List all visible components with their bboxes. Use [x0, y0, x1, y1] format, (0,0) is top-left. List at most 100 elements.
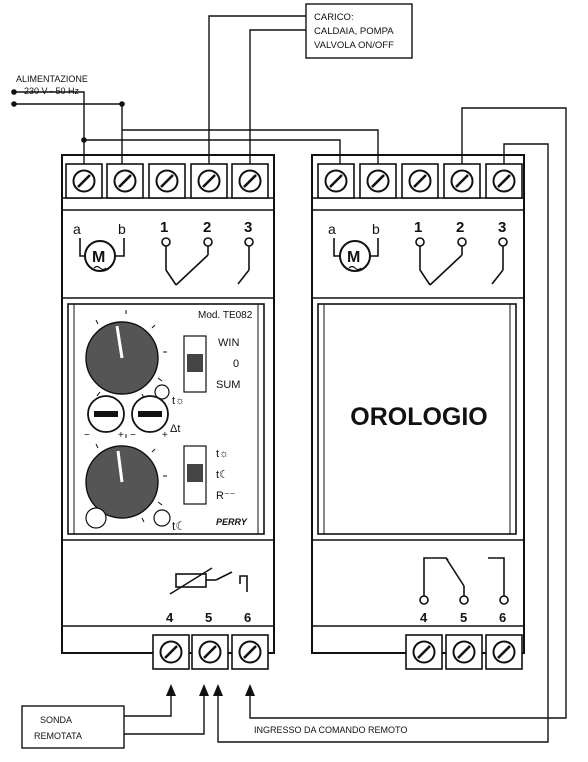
temperature-knob[interactable]: [85, 310, 167, 399]
left-lower-schematic: 4 5 6: [166, 567, 251, 625]
screw-terminal-icon: [105, 162, 145, 200]
contact-pin-icon: [419, 595, 429, 605]
right-front-panel: [317, 303, 517, 535]
brand-logo: PERRY: [216, 517, 248, 527]
left-device: a b M 1 2 3 Mod. TE082: [61, 154, 275, 671]
load-label-box: CARICO: CALDAIA, POMPA VALVOLA ON/OFF: [305, 3, 413, 59]
model-label: Mod. TE082: [198, 310, 253, 321]
clock-title: OROLOGIO: [350, 403, 488, 431]
right-internal-schematic: a b M 1 2 3: [328, 219, 508, 286]
terminal-number-6: 6: [244, 610, 251, 625]
delta-t-symbol: Δt: [170, 423, 180, 435]
switch-label-sum: SUM: [216, 379, 240, 391]
load-label-line-2: CALDAIA, POMPA: [314, 26, 394, 37]
contact-pin-icon: [415, 237, 425, 247]
contact-pin-icon: [161, 237, 171, 247]
trim-knob-left[interactable]: [87, 395, 125, 433]
screw-terminal-icon: [484, 633, 524, 671]
power-label-line-1: ALIMENTAZIONE: [16, 74, 88, 84]
mode-label-r: R⁻⁻: [216, 490, 236, 502]
left-front-controls: Mod. TE082 WIN 0 SUM t☼: [84, 310, 253, 533]
screw-terminal-icon: [316, 162, 356, 200]
left-front-panel: [67, 303, 265, 535]
terminal-letter-a: a: [73, 221, 81, 237]
indicator-lamp-icon: [154, 384, 170, 400]
indicator-lamp-icon: [85, 507, 107, 529]
indicator-lamp-icon: [153, 509, 171, 527]
screw-terminal-icon: [484, 162, 524, 200]
screw-terminal-icon: [147, 162, 187, 200]
sensor-label-line-1: SONDA: [40, 715, 72, 725]
svg-text:−: −: [84, 430, 90, 441]
screw-terminal-icon: [189, 162, 229, 200]
terminal-number-1: 1: [160, 219, 168, 236]
left-internal-schematic: a b M 1 2 3: [73, 219, 254, 286]
left-bottom-terminal-strip: [151, 633, 270, 671]
left-top-terminal-strip: [64, 162, 270, 200]
remote-input-wire: [249, 107, 567, 719]
terminal-number-2: 2: [456, 219, 464, 236]
screw-terminal-icon: [444, 633, 484, 671]
sensor-label-box: SONDA REMOTATA: [21, 705, 125, 749]
contact-pin-icon: [244, 237, 254, 247]
sensor-wire: [124, 690, 172, 717]
svg-text:−: −: [130, 430, 136, 441]
contact-pin-icon: [459, 595, 469, 605]
load-label-line-1: CARICO:: [314, 12, 354, 23]
terminal-number-3: 3: [244, 219, 252, 236]
setback-knob[interactable]: [85, 434, 167, 523]
terminal-number-1: 1: [414, 219, 422, 236]
season-selector-switch[interactable]: [183, 335, 207, 393]
terminal-letter-b: b: [372, 221, 380, 237]
t-sun-symbol: t☼: [172, 395, 185, 407]
terminal-letter-a: a: [328, 221, 336, 237]
contact-pin-icon: [203, 237, 213, 247]
right-top-terminal-strip: [316, 162, 524, 200]
load-label-line-3: VALVOLA ON/OFF: [314, 40, 394, 51]
screw-terminal-icon: [151, 633, 191, 671]
arrowheads: [166, 684, 255, 696]
screw-terminal-icon: [230, 633, 270, 671]
contact-pin-icon: [457, 237, 467, 247]
power-wire: [14, 91, 85, 164]
screw-terminal-icon: [64, 162, 104, 200]
right-bottom-terminal-strip: [404, 633, 524, 671]
screw-terminal-icon: [190, 633, 230, 671]
load-wire: [208, 15, 306, 164]
remote-input-label: INGRESSO DA COMANDO REMOTO: [254, 725, 407, 735]
mode-selector-switch[interactable]: [183, 445, 207, 505]
contact-pin-icon: [498, 237, 508, 247]
screw-terminal-icon: [404, 633, 444, 671]
screw-terminal-icon: [442, 162, 482, 200]
terminal-number-2: 2: [203, 219, 211, 236]
motor-letter: M: [92, 249, 105, 266]
power-bridge-wire: [84, 139, 341, 164]
mode-label-t-sun: t☼: [216, 448, 229, 460]
junction-dots: [11, 89, 125, 143]
power-label-line-2: 230 V - 50 Hz: [24, 86, 80, 96]
screw-terminal-icon: [230, 162, 270, 200]
motor-letter: M: [347, 249, 360, 266]
screw-terminal-icon: [400, 162, 440, 200]
trim-knob-right[interactable]: [131, 395, 169, 433]
power-bridge-wire: [122, 129, 379, 164]
terminal-number-4: 4: [420, 610, 428, 625]
screw-terminal-icon: [358, 162, 398, 200]
sensor-label-line-2: REMOTATA: [34, 731, 82, 741]
mode-label-t-moon: t☾: [216, 469, 229, 481]
remote-input-wire: [217, 143, 549, 743]
terminal-number-4: 4: [166, 610, 174, 625]
right-device: a b M 1 2 3 OROLOGIO: [311, 154, 525, 671]
sensor-wire: [124, 690, 205, 735]
switch-label-win: WIN: [218, 337, 239, 349]
external-wiring: [14, 15, 567, 743]
contact-pin-icon: [499, 595, 509, 605]
svg-text:+: +: [162, 430, 168, 441]
terminal-number-6: 6: [499, 610, 506, 625]
terminal-letter-b: b: [118, 221, 126, 237]
load-wire: [249, 29, 306, 164]
switch-label-0: 0: [233, 358, 239, 370]
terminal-number-5: 5: [460, 610, 467, 625]
t-moon-symbol: t☾: [172, 519, 186, 533]
